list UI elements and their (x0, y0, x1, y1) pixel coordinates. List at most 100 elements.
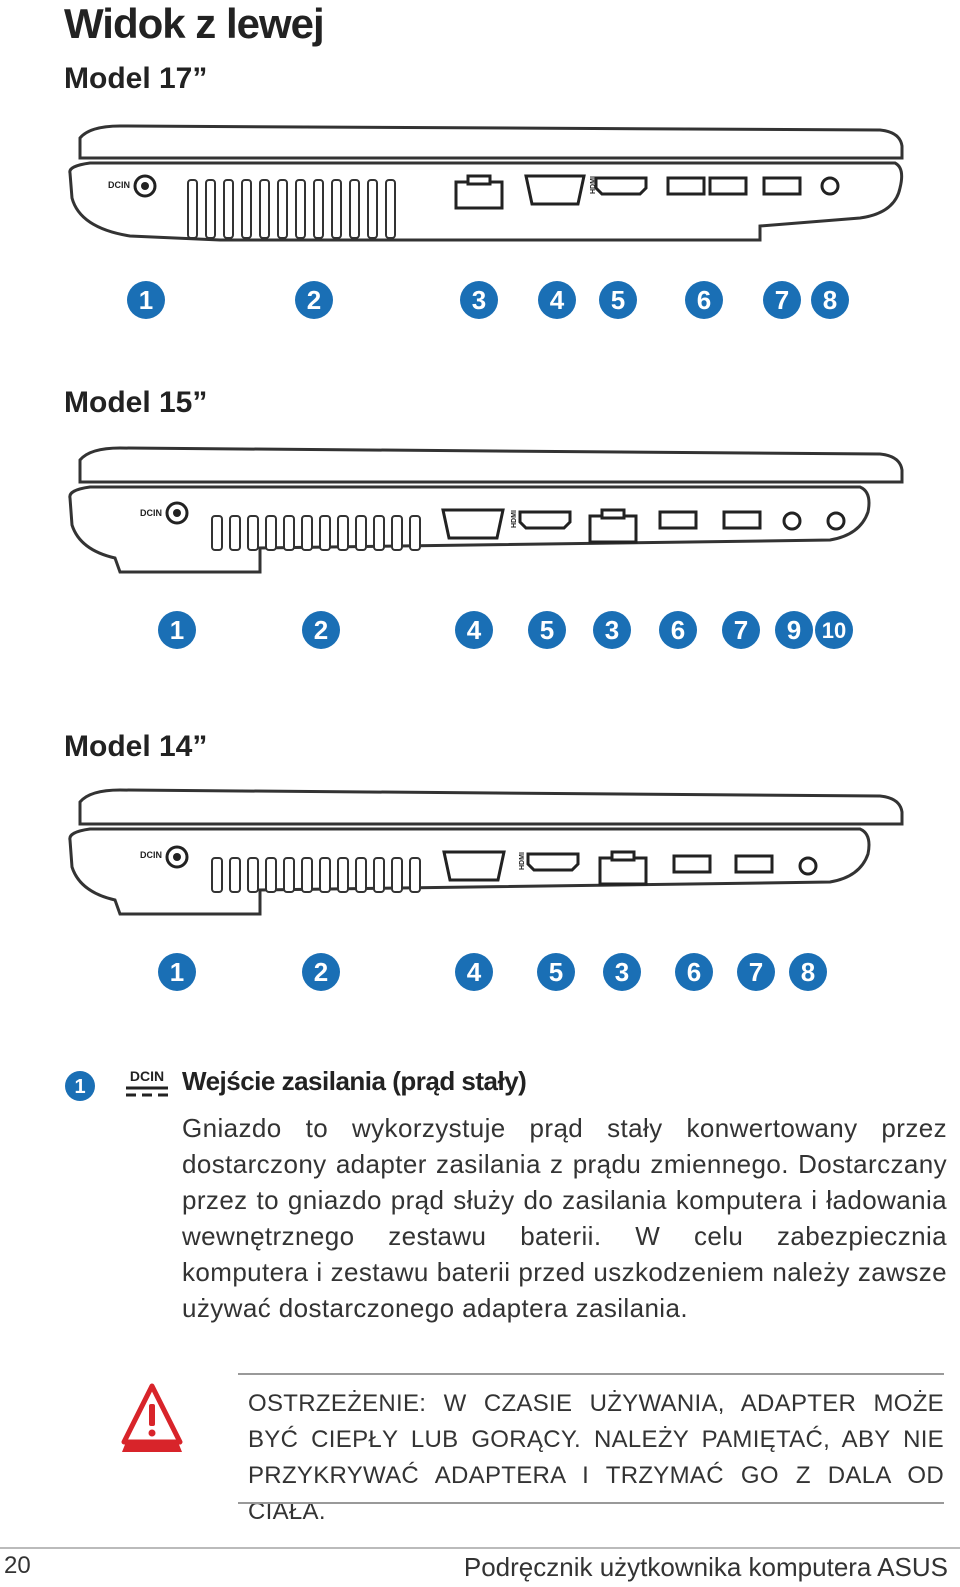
svg-text:8: 8 (823, 285, 837, 315)
warning-divider-top (238, 1373, 944, 1375)
svg-text:1: 1 (139, 285, 153, 315)
vent (211, 857, 421, 893)
hdmi-label: HDMI (511, 510, 518, 528)
hdmi-label: HDMI (590, 176, 597, 194)
callout-6 (675, 953, 713, 991)
dcin-label: DCIN (140, 850, 162, 860)
callout-10 (815, 611, 853, 649)
dcin-label: DCIN (108, 180, 130, 190)
svg-text:3: 3 (605, 615, 619, 645)
laptop-14-side-view: DCIN HDMI (68, 788, 904, 916)
svg-text:6: 6 (671, 615, 685, 645)
section-badge: 1 (65, 1071, 95, 1101)
vent (211, 515, 421, 551)
model-17-label: Model 17” (64, 62, 208, 95)
callout-1 (158, 953, 196, 991)
dcin-label: DCIN (140, 508, 162, 518)
svg-text:5: 5 (549, 957, 563, 987)
callout-3 (603, 953, 641, 991)
svg-text:2: 2 (314, 957, 328, 987)
model-15-label: Model 15” (64, 386, 208, 419)
svg-text:7: 7 (775, 285, 789, 315)
svg-text:1: 1 (170, 615, 184, 645)
callout-4 (455, 953, 493, 991)
svg-text:4: 4 (550, 285, 565, 315)
svg-text:6: 6 (687, 957, 701, 987)
audio-jack (798, 856, 818, 876)
warning-icon (121, 1383, 183, 1452)
usb-ports (658, 510, 762, 530)
svg-text:9: 9 (787, 615, 801, 645)
svg-text:6: 6 (697, 285, 711, 315)
svg-text:3: 3 (472, 285, 486, 315)
callout-6 (685, 281, 723, 319)
svg-text:4: 4 (467, 957, 482, 987)
callout-5 (537, 953, 575, 991)
page-title: Widok z lewej (64, 0, 325, 47)
lan-port (454, 174, 504, 210)
svg-text:3: 3 (615, 957, 629, 987)
callout-4 (538, 281, 576, 319)
callout-5 (599, 281, 637, 319)
usb-ports (666, 176, 802, 196)
vga-port (441, 508, 505, 540)
svg-text:2: 2 (307, 285, 321, 315)
callout-2 (295, 281, 333, 319)
callout-3 (460, 281, 498, 319)
callout-1 (127, 281, 165, 319)
svg-text:1: 1 (74, 1076, 85, 1098)
page-number: 20 (4, 1552, 31, 1579)
callout-1 (158, 611, 196, 649)
svg-text:4: 4 (467, 615, 482, 645)
laptop-17-side-view: DCIN HDMI (68, 124, 904, 242)
lan-port (598, 850, 648, 886)
callout-7 (737, 953, 775, 991)
section-paragraph: Gniazdo to wykorzystuje prąd stały konwe… (182, 1113, 947, 1323)
callout-4 (455, 611, 493, 649)
callout-6 (659, 611, 697, 649)
hdmi-port: HDMI (590, 176, 648, 196)
vent (187, 179, 396, 239)
model-14-label: Model 14” (64, 730, 208, 763)
callout-9 (775, 611, 813, 649)
callouts-17: 1 2 3 4 5 6 7 8 (0, 270, 960, 330)
warning-text: OSTRZEŻENIE: W CZASIE UŻYWANIA, ADAPTER … (248, 1390, 944, 1525)
callout-5 (528, 611, 566, 649)
dcin-port: DCIN (140, 845, 189, 869)
footer-divider (0, 1547, 960, 1549)
callout-7 (722, 611, 760, 649)
callouts-14: 1 2 4 5 3 6 7 8 (0, 942, 960, 1002)
vga-port (442, 850, 506, 882)
vga-port (524, 174, 586, 206)
dcin-port: DCIN (140, 501, 189, 525)
svg-text:5: 5 (540, 615, 554, 645)
dcin-port: DCIN (108, 174, 157, 198)
usb-ports (672, 854, 774, 874)
callout-7 (763, 281, 801, 319)
dcin-icon: DCIN (126, 1068, 168, 1097)
callouts-15: 1 2 4 5 3 6 7 9 10 (0, 600, 960, 660)
svg-text:10: 10 (822, 618, 846, 643)
svg-text:2: 2 (314, 615, 328, 645)
svg-text:DCIN: DCIN (130, 1068, 164, 1084)
callout-8 (811, 281, 849, 319)
svg-text:7: 7 (749, 957, 763, 987)
section-title: Wejście zasilania (prąd stały) (182, 1066, 527, 1096)
audio-jack (820, 176, 840, 196)
audio-jacks (782, 511, 846, 531)
svg-text:5: 5 (611, 285, 625, 315)
warning-divider-bottom (238, 1502, 944, 1504)
svg-text:7: 7 (734, 615, 748, 645)
svg-text:8: 8 (801, 957, 815, 987)
callout-8 (789, 953, 827, 991)
hdmi-port: HDMI (519, 852, 580, 872)
hdmi-label: HDMI (519, 852, 526, 870)
footer-title: Podręcznik użytkownika komputera ASUS (463, 1552, 948, 1582)
lan-port (588, 508, 638, 544)
callout-2 (302, 953, 340, 991)
laptop-15-side-view: DCIN HDMI (68, 446, 904, 574)
callout-2 (302, 611, 340, 649)
svg-text:1: 1 (170, 957, 184, 987)
callout-3 (593, 611, 631, 649)
hdmi-port: HDMI (511, 510, 572, 530)
